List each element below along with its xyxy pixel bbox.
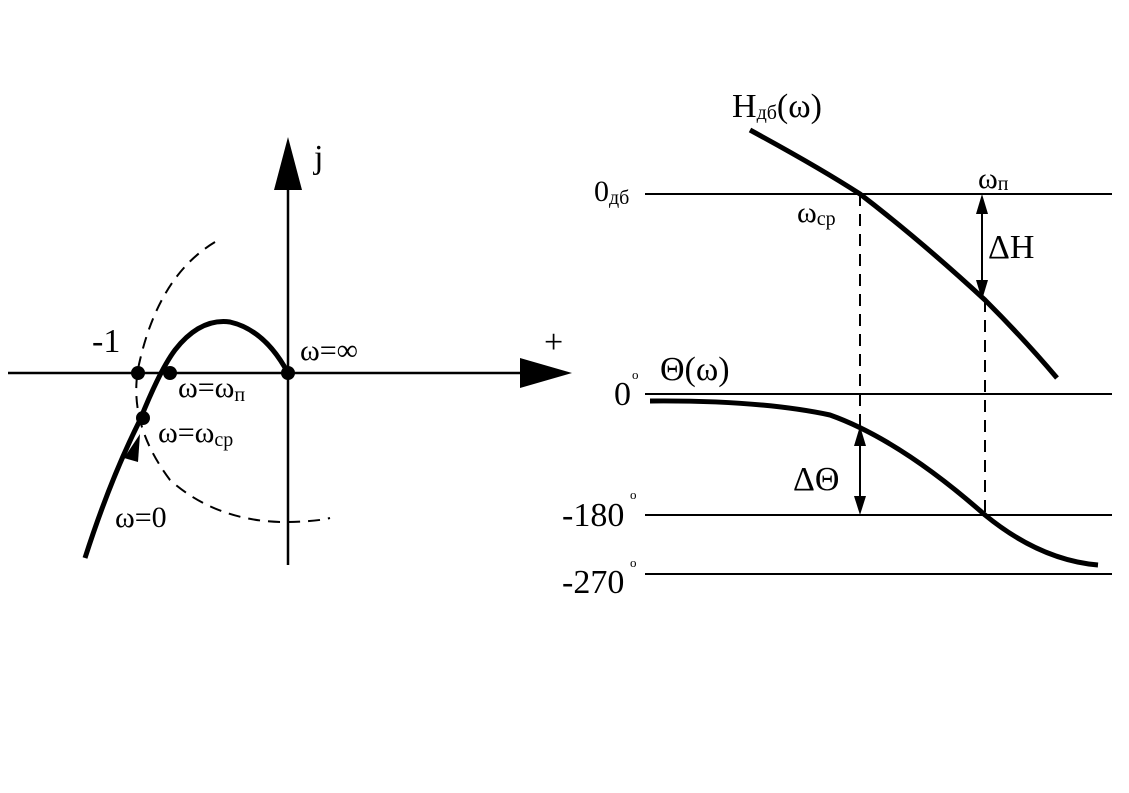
point-minus-one	[131, 366, 145, 380]
imag-axis-label: j	[313, 139, 323, 176]
omega-cp-label: ω=ωср	[158, 416, 233, 451]
phase-label: Θ(ω)	[660, 351, 730, 388]
bode-omega-n-label: ωп	[978, 162, 1009, 195]
point-omega-cp	[136, 411, 150, 425]
nyquist-curve	[82, 319, 291, 559]
bode-omega-cp-label: ωср	[797, 196, 836, 230]
bode-plots: Hдб(ω) 0дб ωп ωср ΔH Θ(ω) 0 o -180 o -27…	[562, 88, 1112, 601]
omega-n-main: ω=ω	[178, 371, 234, 404]
zero-db-main: 0	[594, 175, 609, 208]
delta-h-arrow-down-icon	[976, 280, 988, 300]
nyquist-plot: j + -1 ω=∞ ω=ωп ω=ωср ω=0	[8, 137, 572, 565]
minus-one-label: -1	[92, 323, 120, 360]
magnitude-main: H	[732, 88, 757, 125]
bode-omega-cp-main: ω	[797, 196, 817, 229]
imag-axis-arrow-icon	[274, 137, 302, 190]
magnitude-curve	[748, 127, 1059, 380]
point-omega-n	[163, 366, 177, 380]
real-axis-arrow-icon	[520, 358, 572, 388]
phase-curve	[649, 398, 1099, 568]
minus270-label: -270	[562, 564, 624, 601]
omega-zero-label: ω=0	[115, 501, 167, 534]
delta-h-arrow-up-icon	[976, 194, 988, 214]
bode-omega-n-sub: п	[998, 173, 1009, 195]
zero-deg-mark: o	[632, 367, 639, 382]
unit-circle-dashed	[135, 241, 331, 524]
minus270-deg-mark: o	[630, 555, 637, 570]
zero-db-label: 0дб	[594, 175, 629, 209]
omega-inf-label: ω=∞	[300, 334, 358, 367]
omega-n-label: ω=ωп	[178, 371, 245, 406]
omega-cp-main: ω=ω	[158, 416, 214, 449]
delta-h-label: ΔH	[988, 229, 1034, 266]
real-axis-label: +	[544, 324, 563, 361]
minus180-label: -180	[562, 497, 624, 534]
zero-deg-label: 0	[614, 376, 631, 413]
point-omega-inf	[281, 366, 295, 380]
omega-n-sub: п	[234, 384, 245, 406]
magnitude-tail: (ω)	[777, 88, 822, 125]
zero-db-sub: дб	[609, 187, 629, 209]
magnitude-label: Hдб(ω)	[732, 88, 822, 125]
bode-omega-cp-sub: ср	[817, 208, 836, 230]
minus180-deg-mark: o	[630, 487, 637, 502]
bode-omega-n-main: ω	[978, 162, 998, 195]
delta-theta-arrow-down-icon	[854, 496, 866, 515]
delta-theta-arrow-up-icon	[854, 426, 866, 446]
omega-cp-sub: ср	[214, 429, 233, 451]
magnitude-sub: дб	[757, 102, 777, 124]
delta-theta-label: ΔΘ	[793, 461, 839, 498]
curve-direction-arrow-icon	[124, 434, 140, 462]
